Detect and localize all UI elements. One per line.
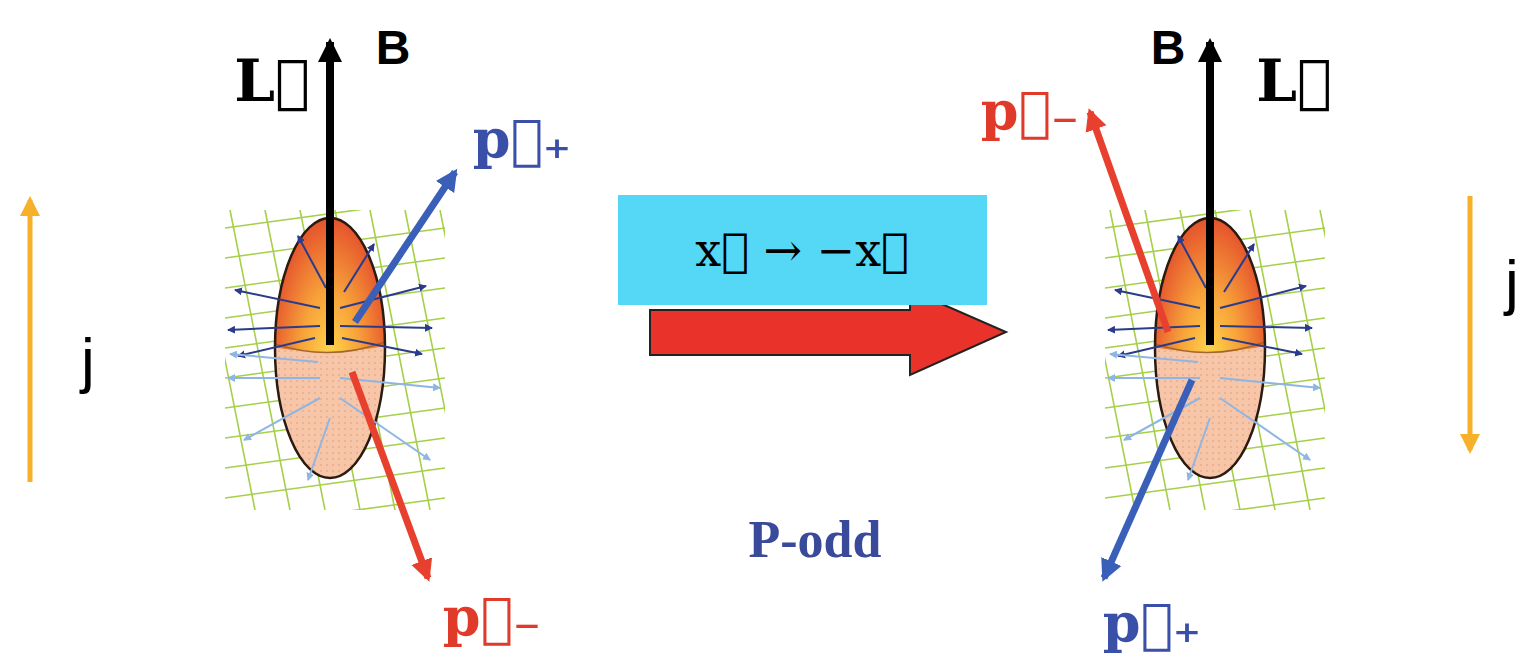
transform-box: x⃗ → −x⃗: [618, 195, 987, 305]
momentum-arrow: [355, 172, 455, 322]
momentum-arrow: [352, 372, 428, 578]
formula-text: x⃗ → −x⃗: [695, 223, 908, 277]
current-arrow: [1468, 196, 1473, 450]
vector-label: p⃗₊: [473, 110, 572, 169]
field-label: B: [1151, 22, 1186, 75]
current-arrow: [28, 200, 33, 482]
momentum-arrow: [1090, 112, 1168, 332]
angular-momentum-arrow: [1206, 42, 1214, 345]
vector-label: L⃗: [234, 50, 310, 114]
momentum-arrow: [1104, 380, 1192, 578]
vector-label: p⃗₋: [443, 588, 542, 647]
parity-label: P-odd: [749, 511, 882, 568]
vector-label: L⃗: [1256, 50, 1332, 114]
field-label: B: [376, 22, 411, 75]
current-label: j: [81, 326, 95, 394]
vector-label: p⃗₋: [981, 82, 1080, 141]
current-label: j: [1505, 248, 1519, 316]
angular-momentum-arrow: [326, 42, 334, 345]
vector-label: p⃗₊: [1103, 594, 1202, 653]
